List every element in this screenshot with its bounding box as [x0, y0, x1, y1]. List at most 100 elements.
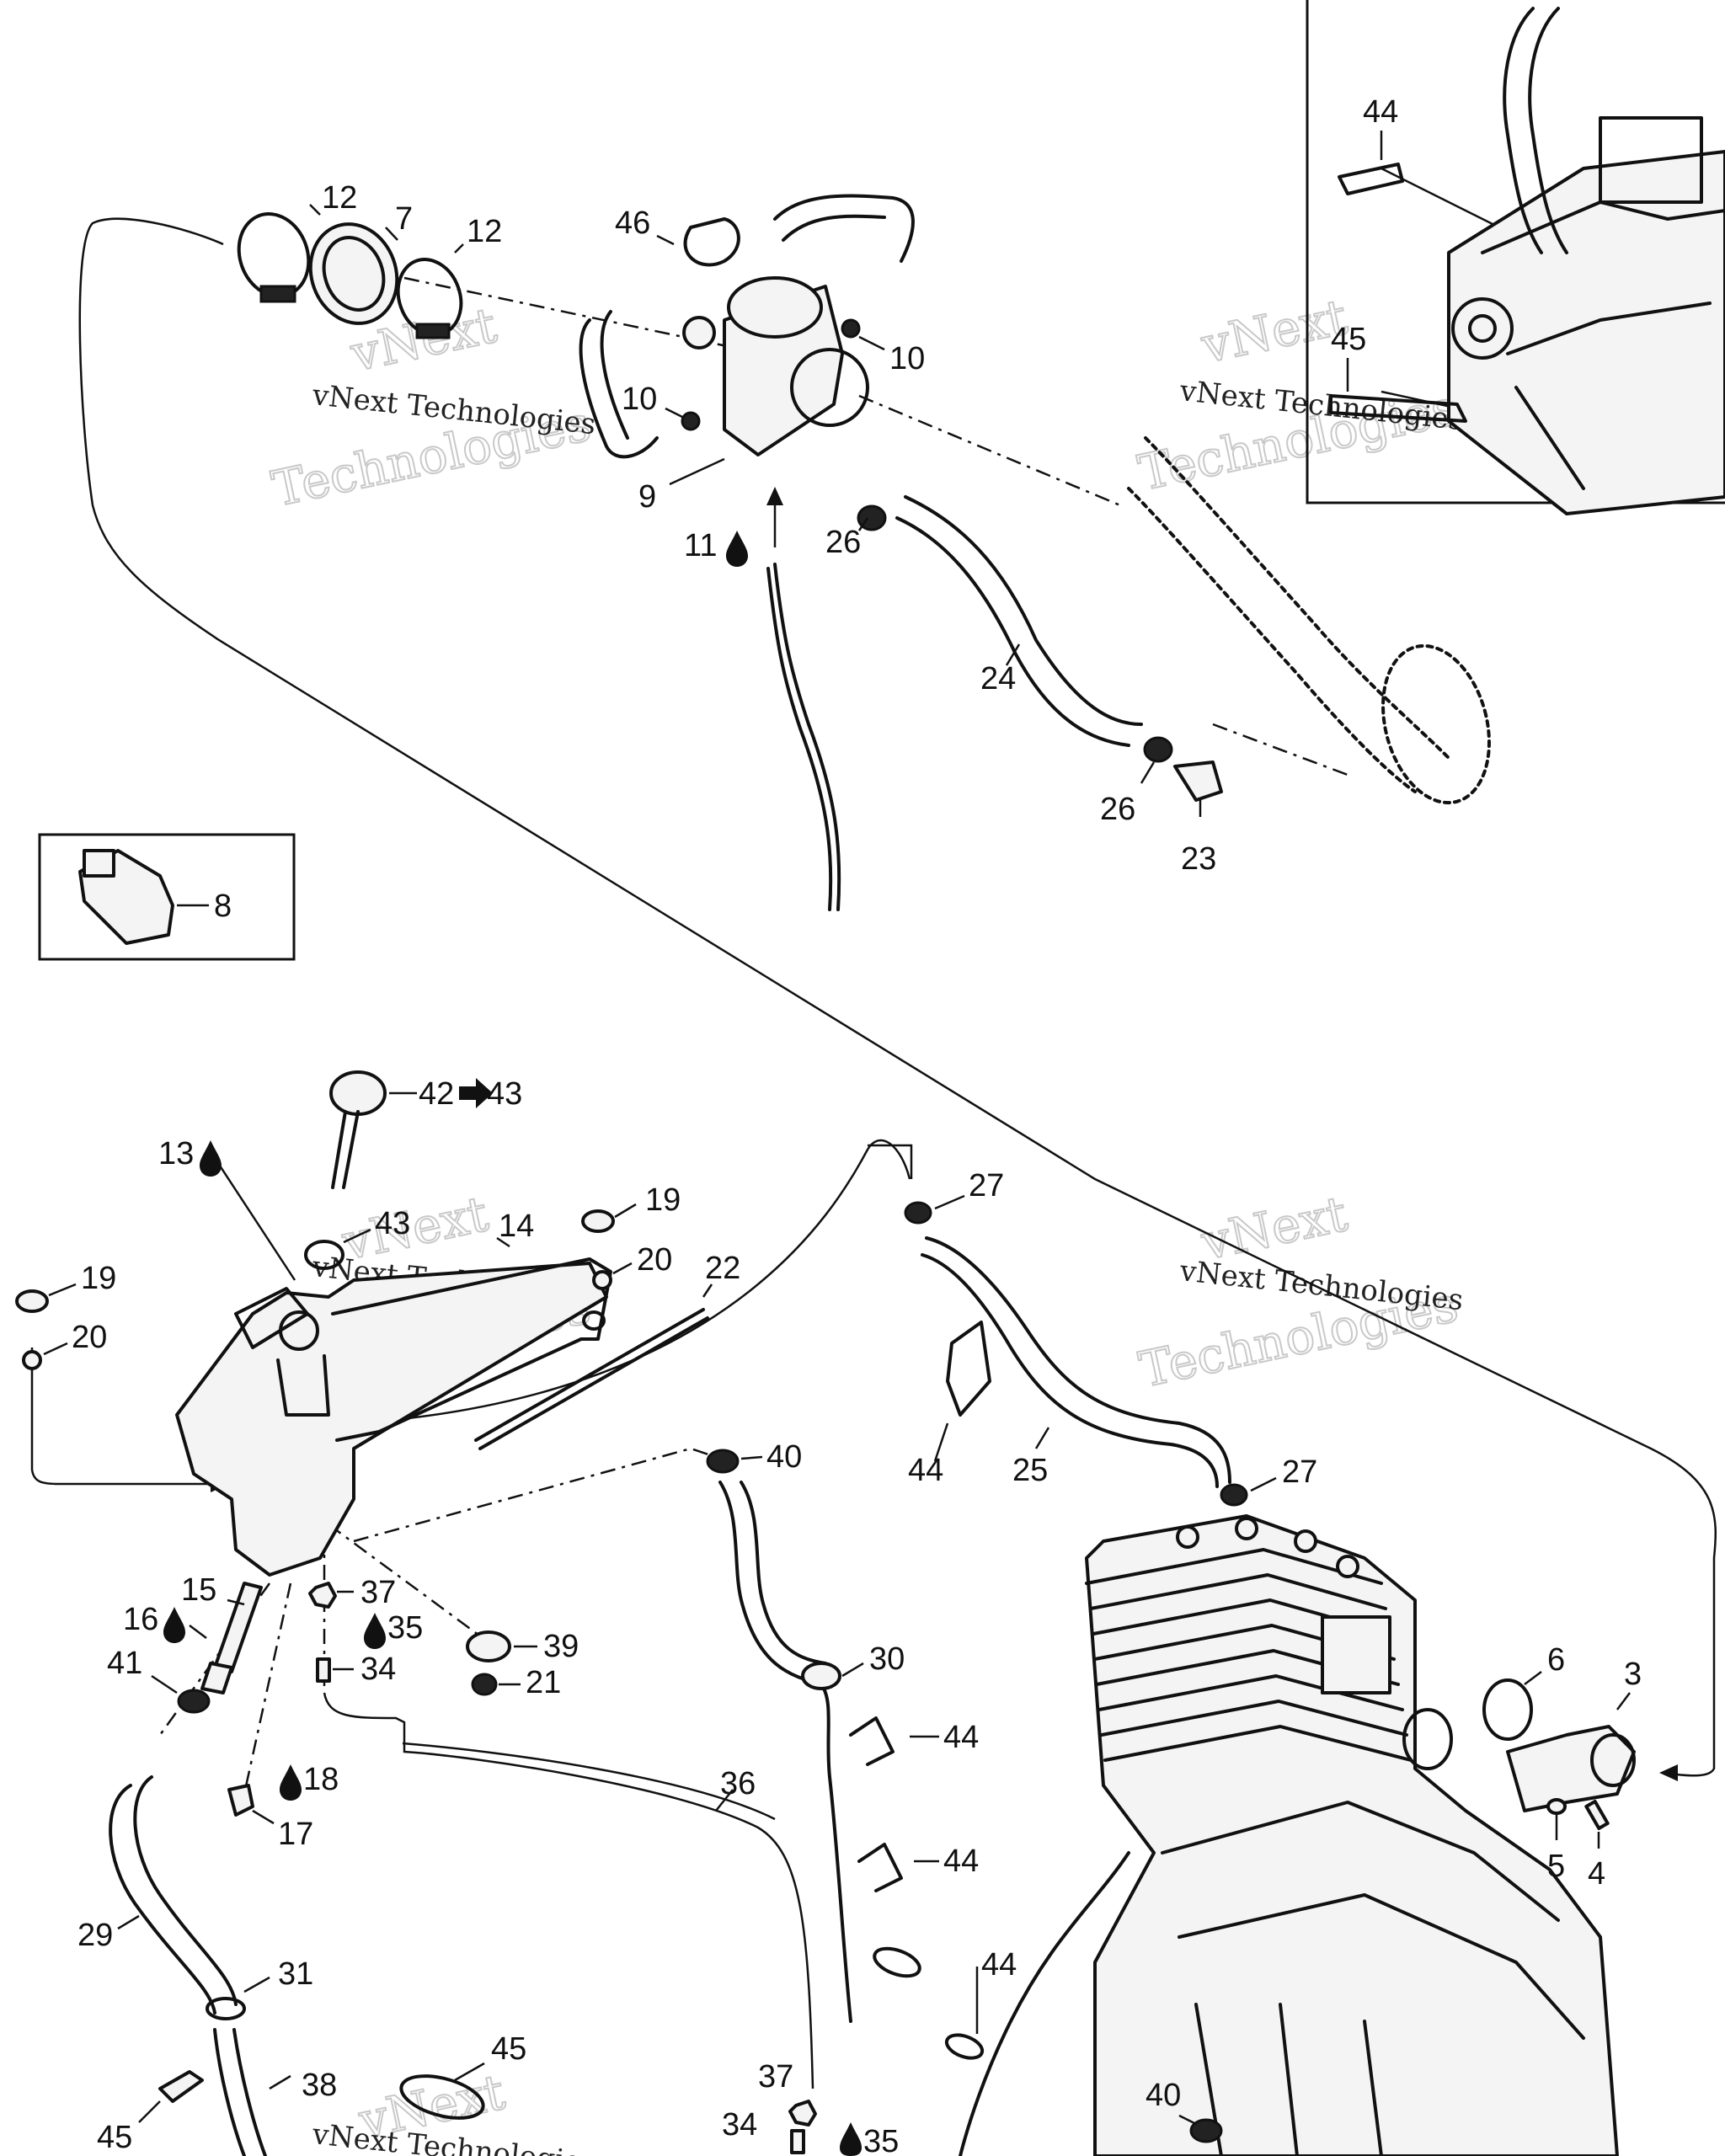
part-46-wire — [683, 217, 740, 267]
callout-40-top: 40 — [766, 1439, 802, 1475]
part-16-fitting — [200, 1662, 233, 1694]
part-39-grommet — [466, 1630, 511, 1662]
intake-tube-mouth — [1381, 643, 1491, 805]
part-44-clip-hose25 — [946, 1321, 991, 1417]
part-8-connector — [83, 849, 115, 878]
leader-10-left — [665, 407, 683, 419]
callout-37-bottom: 37 — [758, 2059, 793, 2095]
part-25-hose-a — [925, 1236, 1231, 1484]
part-42-dipstick-rod — [331, 1110, 360, 1189]
engine-bolt-4 — [1336, 1555, 1359, 1578]
callout-26-top: 26 — [825, 525, 861, 560]
leader-17 — [252, 1809, 275, 1825]
callout-9: 9 — [638, 479, 656, 515]
leader-29 — [117, 1914, 140, 1930]
leader-26-top — [857, 517, 869, 531]
routing-arrow-head — [1659, 1764, 1678, 1781]
part-6-oring-a — [1402, 1708, 1453, 1770]
part-37-nut-bottom — [788, 2100, 817, 2127]
engine-bolt-3 — [1294, 1529, 1317, 1553]
engine-block — [1085, 1514, 1619, 2156]
part-34-bolt — [316, 1657, 331, 1683]
callout-41: 41 — [107, 1646, 142, 1681]
callout-29: 29 — [77, 1918, 113, 1953]
part-25-hose-b — [921, 1253, 1219, 1488]
callout-10-left: 10 — [622, 382, 657, 417]
intake-tube-bottom — [1127, 487, 1417, 793]
part-37-nut — [308, 1582, 337, 1609]
part-6-oring-b — [1482, 1678, 1533, 1741]
leader-43 — [343, 1228, 371, 1244]
callout-5: 5 — [1547, 1849, 1565, 1884]
part-31-clamp — [206, 1997, 246, 2020]
inset-sprocket — [1451, 297, 1514, 360]
carb-vent-hose-right — [773, 194, 915, 263]
leader-44-hose25 — [933, 1422, 949, 1462]
leader-45-left — [138, 2100, 161, 2123]
callout-27-top: 27 — [969, 1168, 1004, 1203]
arrow-11-head — [766, 487, 783, 505]
dash-line-23-to-filter — [1212, 723, 1348, 776]
part-13-tank-gauge — [279, 1310, 319, 1351]
callout-19-right: 19 — [645, 1182, 681, 1218]
routing-line-main — [78, 217, 1717, 1777]
inset-engine-edge-2 — [1506, 302, 1712, 355]
part-40-clamp-bottom — [1189, 2118, 1223, 2143]
hose-36-route — [323, 1692, 814, 2089]
callout-21: 21 — [526, 1665, 561, 1700]
callout-44-hose25: 44 — [908, 1453, 943, 1488]
callout-18: 18 — [303, 1762, 339, 1797]
leader-9 — [669, 457, 725, 486]
callout-34: 34 — [360, 1652, 396, 1687]
part-27-clamp-top — [904, 1201, 932, 1225]
leader-26-bottom — [1140, 761, 1156, 784]
leader-20-left — [43, 1342, 68, 1356]
callout-42: 42 — [419, 1076, 454, 1112]
part-40-clamp-top — [706, 1449, 740, 1474]
leader-22 — [702, 1283, 713, 1298]
engine-crankcase-edge-2 — [1178, 1893, 1585, 2040]
part-7-boot-inner — [322, 236, 386, 312]
leader-24 — [1005, 643, 1021, 666]
callout-13: 13 — [158, 1136, 194, 1171]
inset-engine-detail: 44 45 — [1306, 0, 1725, 515]
part-17-plug — [227, 1784, 254, 1817]
callout-11: 11 — [684, 528, 717, 563]
part-14-bracket — [331, 1257, 612, 1442]
callout-34-bottom: 34 — [722, 2107, 757, 2143]
engine-bolt-1 — [1176, 1525, 1199, 1549]
fluid-drop-icon-35-bottom — [840, 2122, 862, 2156]
callout-24: 24 — [980, 661, 1016, 696]
carb-vent-hose-left — [579, 318, 659, 459]
part-9-carb-bore — [790, 348, 869, 427]
engine-fin-2 — [1089, 1573, 1387, 1610]
callout-8: 8 — [214, 889, 232, 924]
part-44-clip-4 — [944, 2033, 985, 2060]
leader-41 — [151, 1674, 178, 1694]
part-42-dipstick-cap — [329, 1070, 387, 1116]
watermark-large-3: vNext — [1196, 288, 1352, 375]
callout-6: 6 — [1547, 1642, 1565, 1678]
leader-40-top — [740, 1455, 763, 1460]
part-10-cap-left — [681, 411, 701, 431]
leader-10-right — [858, 335, 885, 351]
inset-hose-inner — [1528, 7, 1568, 254]
leader-27-top — [868, 1144, 913, 1179]
callout-22: 22 — [705, 1251, 740, 1286]
leader-31 — [243, 1976, 270, 1993]
routing-lines — [30, 167, 1717, 2089]
dash-line-tank-to-40 — [353, 1447, 717, 1543]
callout-15: 15 — [181, 1572, 216, 1608]
part-45-wire-mid — [399, 2074, 485, 2120]
part-9-carb-screw — [682, 316, 716, 350]
part-41-clamp — [177, 1689, 211, 1714]
part-26-clamp-top — [857, 504, 887, 531]
part-24-hose-outer — [904, 495, 1143, 726]
part-19-grommet-left — [15, 1289, 49, 1313]
part-12-clamp-right-screw — [415, 323, 451, 339]
part-4-bolt — [1584, 1800, 1610, 1830]
inset-engine-edge-3 — [1514, 386, 1585, 490]
leader-19-right — [614, 1203, 637, 1219]
part-30-tee — [801, 1662, 841, 1690]
callout-12-right: 12 — [467, 214, 502, 249]
